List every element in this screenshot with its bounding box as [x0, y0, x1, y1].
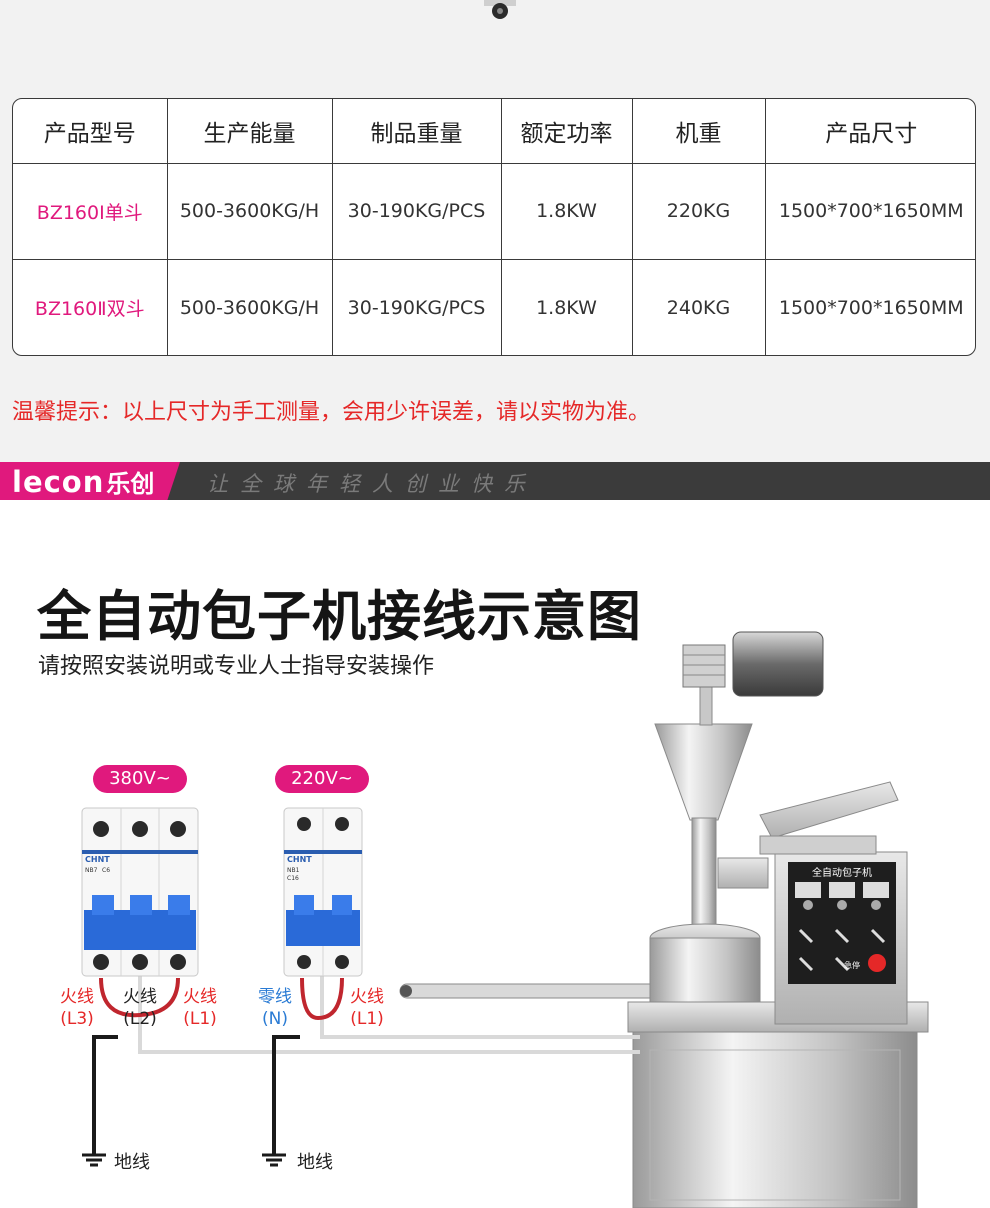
wiring-title: 全自动包子机接线示意图 — [37, 585, 642, 648]
breaker-rating: C16 — [287, 875, 299, 882]
wire-label-l3: 火线 (L3) — [60, 986, 94, 1030]
table-row: BZ160Ⅰ单斗 500-3600KG/H 30-190KG/PCS 1.8KW… — [13, 162, 975, 261]
measurement-notice: 温馨提示：以上尺寸为手工测量，会用少许误差，请以实物为准。 — [12, 400, 651, 425]
wire-label-l2: 火线 (L2) — [123, 986, 157, 1030]
wire-name: 火线 — [60, 987, 94, 1007]
breaker-model: NB1 — [287, 867, 300, 874]
wire-code: (L1) — [350, 1009, 384, 1029]
wire-code: (L3) — [60, 1009, 94, 1029]
spec-table: 产品型号 生产能量 制品重量 额定功率 机重 产品尺寸 BZ160Ⅰ单斗 500… — [12, 98, 976, 356]
brand-logo: lecon乐创 — [12, 464, 154, 499]
ground-label-220: 地线 — [297, 1152, 333, 1173]
header-cell: 机重 — [631, 99, 766, 164]
table-cell: 240KG — [631, 259, 766, 355]
voltage-badge-220: 220V~ — [275, 765, 369, 793]
machine-panel-label: 全自动包子机 — [812, 866, 872, 879]
emergency-stop-icon — [868, 954, 886, 972]
table-cell: 1500*700*1650MM — [764, 259, 975, 355]
header-cell: 生产能量 — [166, 99, 333, 164]
header-cell: 额定功率 — [500, 99, 633, 164]
wire-code: (L1) — [183, 1009, 217, 1029]
header-cell: 产品型号 — [13, 99, 168, 164]
bun-machine-illustration: 全自动包子机 急停 — [399, 631, 929, 1208]
brand-logo-cn: 乐创 — [106, 470, 155, 498]
model-cell: BZ160Ⅱ双斗 — [13, 259, 168, 355]
table-cell: 1.8KW — [500, 162, 633, 261]
table-row: BZ160Ⅱ双斗 500-3600KG/H 30-190KG/PCS 1.8KW… — [13, 259, 975, 355]
machine-button-label: 急停 — [844, 960, 860, 970]
wire-label-l1-220: 火线 (L1) — [350, 986, 384, 1030]
model-cell: BZ160Ⅰ单斗 — [13, 162, 168, 261]
ground-symbol-icon — [82, 1153, 106, 1167]
breaker-rating: C6 — [102, 867, 110, 874]
spec-section: 产品型号 生产能量 制品重量 额定功率 机重 产品尺寸 BZ160Ⅰ单斗 500… — [0, 0, 990, 462]
wiring-diagram: 全自动包子机 急停 — [81, 631, 929, 1208]
wire-name: 火线 — [123, 987, 157, 1007]
machine-caster-icon — [484, 0, 516, 19]
wire-name: 火线 — [350, 987, 384, 1007]
table-cell: 1500*700*1650MM — [764, 162, 975, 261]
wire-name: 零线 — [258, 987, 292, 1007]
breaker-model: NB7 — [85, 867, 98, 874]
brand-slogan: 让全球年轻人创业快乐 — [207, 472, 537, 496]
table-cell: 220KG — [631, 162, 766, 261]
brand-bar: lecon乐创 让全球年轻人创业快乐 — [0, 462, 990, 500]
wire-label-l1: 火线 (L1) — [183, 986, 217, 1030]
breaker-220v: CHNT NB1 C16 — [283, 807, 363, 977]
breaker-brand: CHNT — [287, 855, 312, 864]
header-cell: 制品重量 — [331, 99, 502, 164]
table-cell: 500-3600KG/H — [166, 162, 333, 261]
brand-logo-background — [0, 462, 180, 500]
table-cell: 30-190KG/PCS — [331, 259, 502, 355]
wire-code: (L2) — [123, 1009, 157, 1029]
voltage-badge-380: 380V~ — [93, 765, 187, 793]
wiring-subtitle: 请按照安装说明或专业人士指导安装操作 — [38, 654, 435, 679]
table-cell: 500-3600KG/H — [166, 259, 333, 355]
breaker-brand: CHNT — [85, 855, 110, 864]
breaker-380v: CHNT NB7 C6 — [81, 807, 199, 977]
ground-label-380: 地线 — [114, 1152, 150, 1173]
table-cell: 1.8KW — [500, 259, 633, 355]
wire-name: 火线 — [183, 987, 217, 1007]
brand-logo-latin: lecon — [12, 465, 105, 499]
wiring-lines — [92, 975, 640, 1155]
table-cell: 30-190KG/PCS — [331, 162, 502, 261]
wire-label-n: 零线 (N) — [258, 986, 292, 1030]
header-cell: 产品尺寸 — [764, 99, 975, 164]
wire-code: (N) — [262, 1009, 288, 1029]
ground-symbol-icon — [262, 1153, 286, 1167]
table-header-row: 产品型号 生产能量 制品重量 额定功率 机重 产品尺寸 — [13, 99, 975, 164]
